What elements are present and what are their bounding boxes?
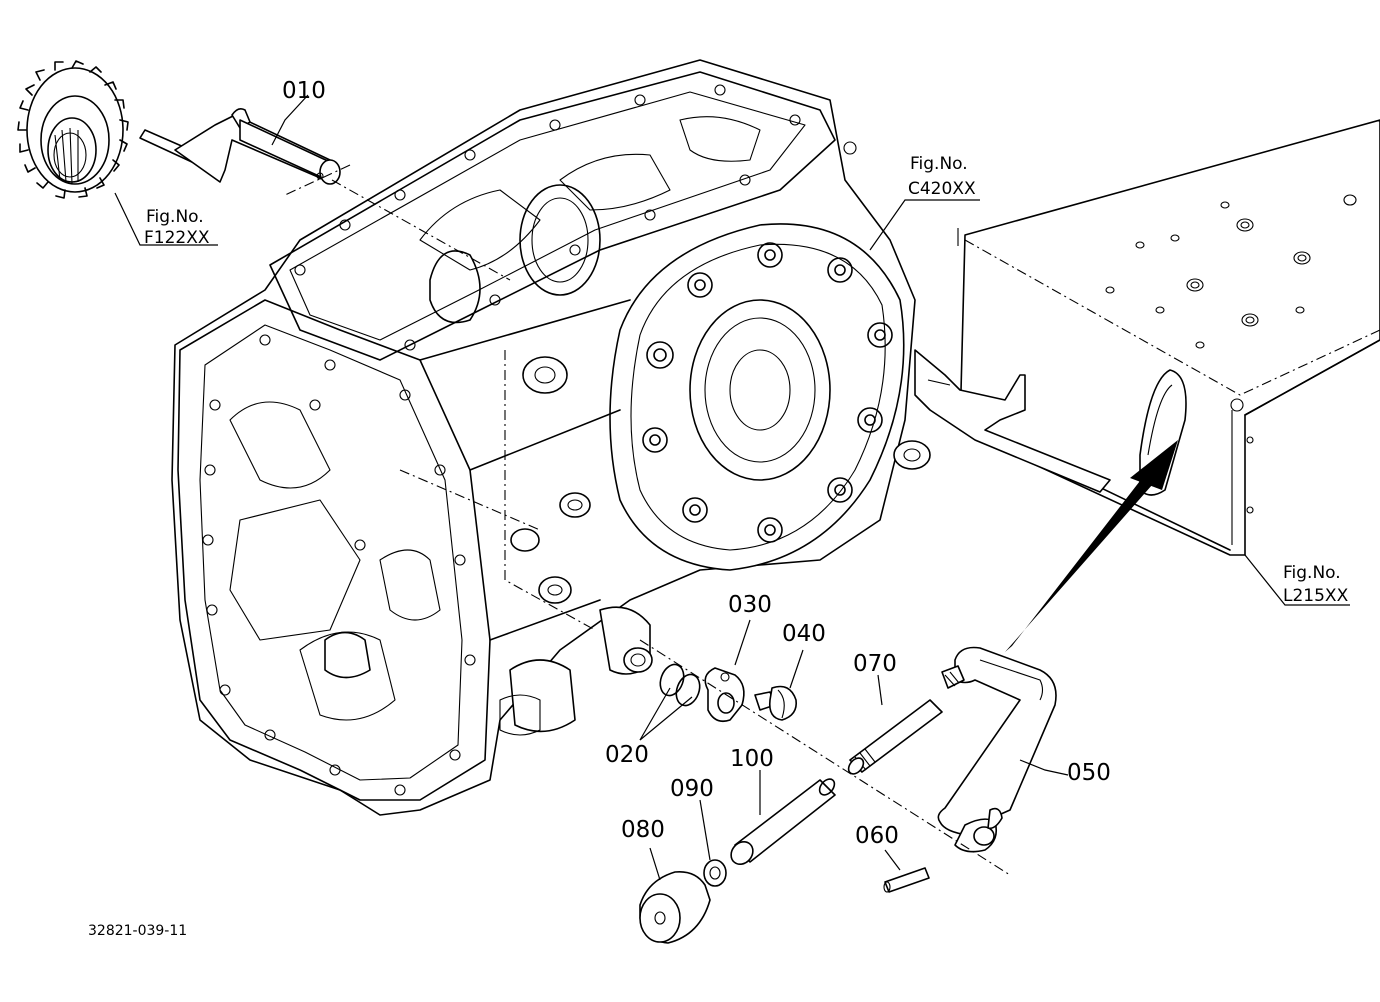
label-050: 050 — [1067, 760, 1111, 786]
part-080-knob — [639, 870, 711, 944]
part-030-plate — [704, 667, 745, 723]
part-070-rod — [847, 699, 943, 775]
gear-reference-drawing — [17, 60, 129, 199]
label-030: 030 — [728, 592, 772, 618]
label-100: 100 — [730, 746, 774, 772]
part-020-o-rings — [659, 663, 701, 707]
part-040-bolt — [754, 685, 798, 721]
assembly-direction-arrow — [1005, 440, 1178, 652]
fender-reference-drawing — [914, 119, 1380, 556]
fig-ref-f122-caption: Fig.No. — [146, 207, 204, 227]
fig-ref-l215-code: L215XX — [1283, 586, 1349, 606]
fig-ref-c420-code: C420XX — [908, 179, 976, 199]
label-070: 070 — [853, 651, 897, 677]
part-number-labels: 010 020 030 040 050 060 070 080 090 100 — [282, 78, 1111, 849]
figure-reference-labels: Fig.No. F122XX Fig.No. C420XX Fig.No. L2… — [144, 154, 1349, 606]
part-100-pipe — [730, 778, 836, 866]
part-090-nut — [703, 859, 727, 887]
label-090: 090 — [670, 776, 714, 802]
leader-lines — [114, 94, 1350, 881]
label-010: 010 — [282, 78, 326, 104]
part-010-shift-shaft — [139, 108, 511, 281]
transmission-case-drawing — [171, 59, 931, 816]
fig-ref-c420-caption: Fig.No. — [910, 154, 968, 174]
document-id: 32821-039-11 — [88, 923, 187, 939]
fig-ref-f122-code: F122XX — [144, 228, 210, 248]
fig-ref-l215-caption: Fig.No. — [1283, 563, 1341, 583]
label-040: 040 — [782, 621, 826, 647]
part-050-lever — [937, 646, 1057, 853]
assembly-axis-line — [639, 639, 1011, 876]
label-080: 080 — [621, 817, 665, 843]
label-060: 060 — [855, 823, 899, 849]
part-060-pin — [883, 867, 930, 893]
label-020: 020 — [605, 742, 649, 768]
